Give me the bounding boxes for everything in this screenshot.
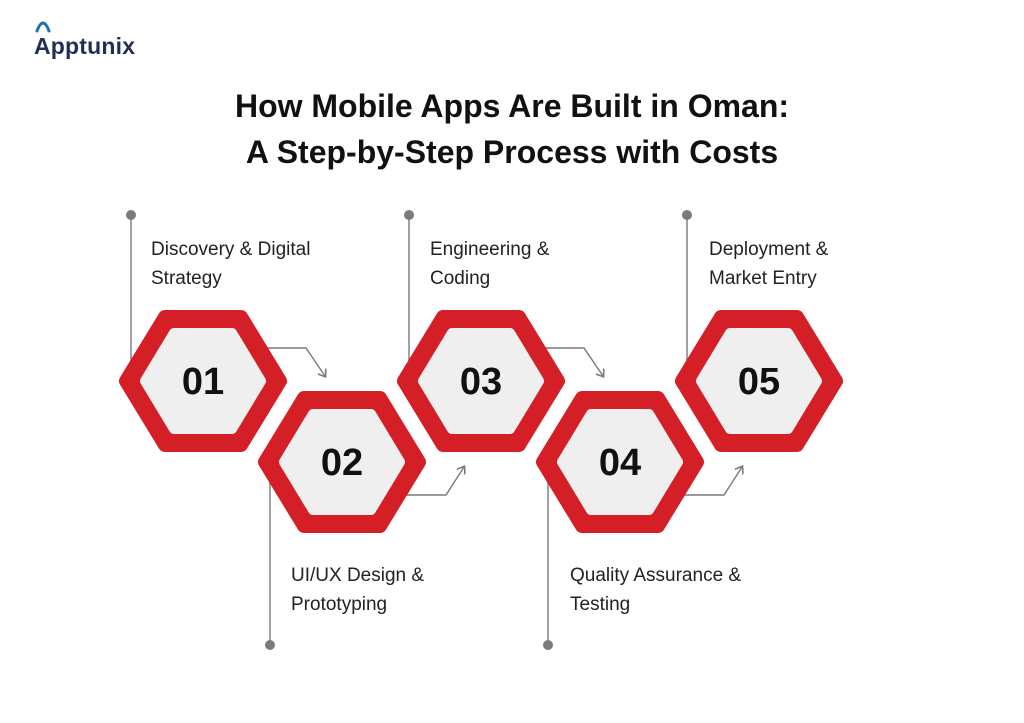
step-number-01: 01 [181,361,225,403]
arrow-1-2 [263,347,325,376]
step-label-02-line-1: UI/UX Design & [291,565,425,586]
hexagon-01 [119,310,287,452]
connector-4 [543,470,553,650]
step-number-02: 02 [320,442,364,484]
logo-arc-icon [35,21,51,32]
step-label-01-line-1: Discovery & Digital [151,239,311,260]
arrow-3-4 [541,347,603,376]
connector-1 [126,210,136,370]
connector-2 [265,470,275,650]
step-number-03: 03 [459,361,503,403]
step-label-01: Discovery & Digital Strategy [151,235,341,293]
brand-logo: Apptunix [34,21,136,62]
step-label-04-line-2: Testing [570,594,631,615]
step-number-04: 04 [598,442,642,484]
step-label-04: Quality Assurance & Testing [570,561,760,619]
step-number-05: 05 [737,361,781,403]
step-label-03-line-1: Engineering & [430,239,550,260]
title-line-1: How Mobile Apps Are Built in Oman: [234,88,790,124]
connector-5 [682,210,692,370]
arrow-2-3 [404,467,464,496]
step-label-03: Engineering & Coding [430,235,620,293]
logo-text: Apptunix [34,21,136,60]
step-label-04-line-1: Quality Assurance & [570,565,742,586]
connector-3 [404,210,414,370]
logo-wordmark: Apptunix [34,32,136,59]
step-label-01-line-2: Strategy [151,268,222,289]
step-label-05-line-2: Market Entry [709,268,817,289]
hexagon-05 [675,310,843,452]
hexagon-02 [258,391,426,533]
title-line-2: A Step-by-Step Process with Costs [245,134,779,170]
step-label-05: Deployment & Market Entry [709,235,899,293]
step-label-02-line-2: Prototyping [291,594,388,615]
page-title: How Mobile Apps Are Built in Oman: A Ste… [0,83,1024,175]
arrow-4-5 [682,467,742,496]
step-label-02: UI/UX Design & Prototyping [291,561,481,619]
hexagon-04 [536,391,704,533]
step-label-05-line-1: Deployment & [709,239,829,260]
hexagon-03 [397,310,565,452]
step-label-03-line-2: Coding [430,268,491,289]
